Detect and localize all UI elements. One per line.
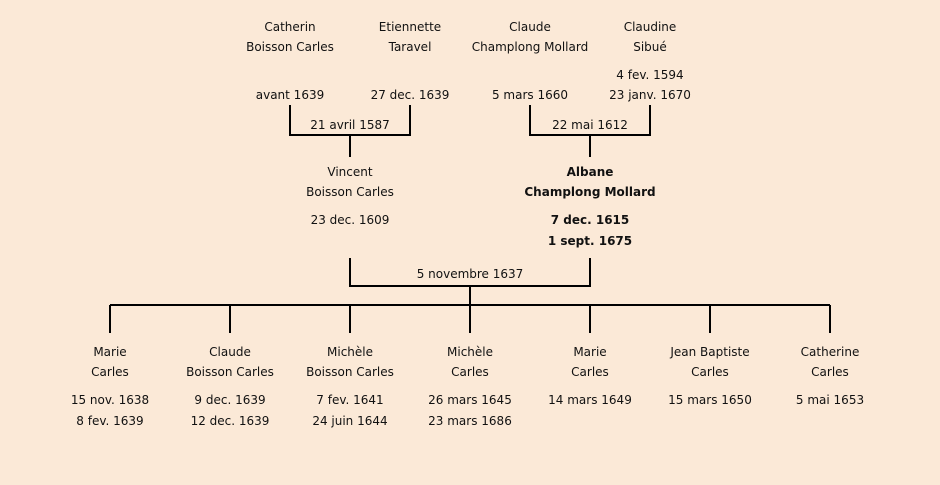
person-first-name: Jean Baptiste <box>670 345 750 359</box>
person-first-name: Claude <box>509 20 551 34</box>
marriage-date: 5 novembre 1637 <box>416 267 524 281</box>
person-first-name: Claude <box>209 345 251 359</box>
birth-date: 5 mai 1653 <box>795 393 865 407</box>
person-first-name: Albane <box>566 165 614 179</box>
connector-parents <box>349 258 591 305</box>
connector-children <box>109 304 831 333</box>
person-first-name: Catherine <box>800 345 860 359</box>
birth-date: 5 mars 1660 <box>491 88 569 102</box>
person-last-name: Champlong Mollard <box>524 185 656 199</box>
person-last-name: Carles <box>811 365 849 379</box>
person-last-name: Boisson Carles <box>246 40 334 54</box>
person-last-name: Carles <box>91 365 129 379</box>
person-last-name: Sibué <box>633 40 667 54</box>
death-date: 23 mars 1686 <box>428 414 512 428</box>
person-last-name: Taravel <box>388 40 432 54</box>
person-last-name: Boisson Carles <box>306 365 394 379</box>
person-first-name: Catherin <box>264 20 316 34</box>
death-date: 1 sept. 1675 <box>547 234 633 248</box>
connector-grandparents-left <box>289 105 411 157</box>
birth-date: 15 nov. 1638 <box>70 393 150 407</box>
person-last-name: Carles <box>571 365 609 379</box>
birth-date: 14 mars 1649 <box>548 393 632 407</box>
person-first-name: Etiennette <box>378 20 442 34</box>
marriage-date: 22 mai 1612 <box>552 118 628 132</box>
death-date: 23 janv. 1670 <box>609 88 691 102</box>
person-last-name: Champlong Mollard <box>471 40 589 54</box>
person-first-name: Claudine <box>623 20 677 34</box>
person-last-name: Boisson Carles <box>186 365 274 379</box>
person-first-name: Marie <box>573 345 607 359</box>
death-date: 8 fev. 1639 <box>76 414 144 428</box>
birth-date: 7 fev. 1641 <box>316 393 384 407</box>
person-first-name: Vincent <box>327 165 373 179</box>
marriage-date: 21 avril 1587 <box>310 118 390 132</box>
death-date: 24 juin 1644 <box>312 414 388 428</box>
birth-date: 23 dec. 1609 <box>310 213 390 227</box>
birth-date: 4 fev. 1594 <box>616 68 684 82</box>
person-first-name: Michèle <box>327 345 373 359</box>
person-last-name: Boisson Carles <box>306 185 394 199</box>
death-date: 12 dec. 1639 <box>190 414 270 428</box>
birth-date: 15 mars 1650 <box>668 393 752 407</box>
birth-date: avant 1639 <box>255 88 325 102</box>
person-first-name: Marie <box>93 345 127 359</box>
person-last-name: Carles <box>691 365 729 379</box>
connector-grandparents-right <box>529 105 651 157</box>
birth-date: 27 dec. 1639 <box>370 88 450 102</box>
birth-date: 7 dec. 1615 <box>550 213 630 227</box>
birth-date: 26 mars 1645 <box>428 393 512 407</box>
person-last-name: Carles <box>451 365 489 379</box>
person-first-name: Michèle <box>447 345 493 359</box>
birth-date: 9 dec. 1639 <box>194 393 266 407</box>
